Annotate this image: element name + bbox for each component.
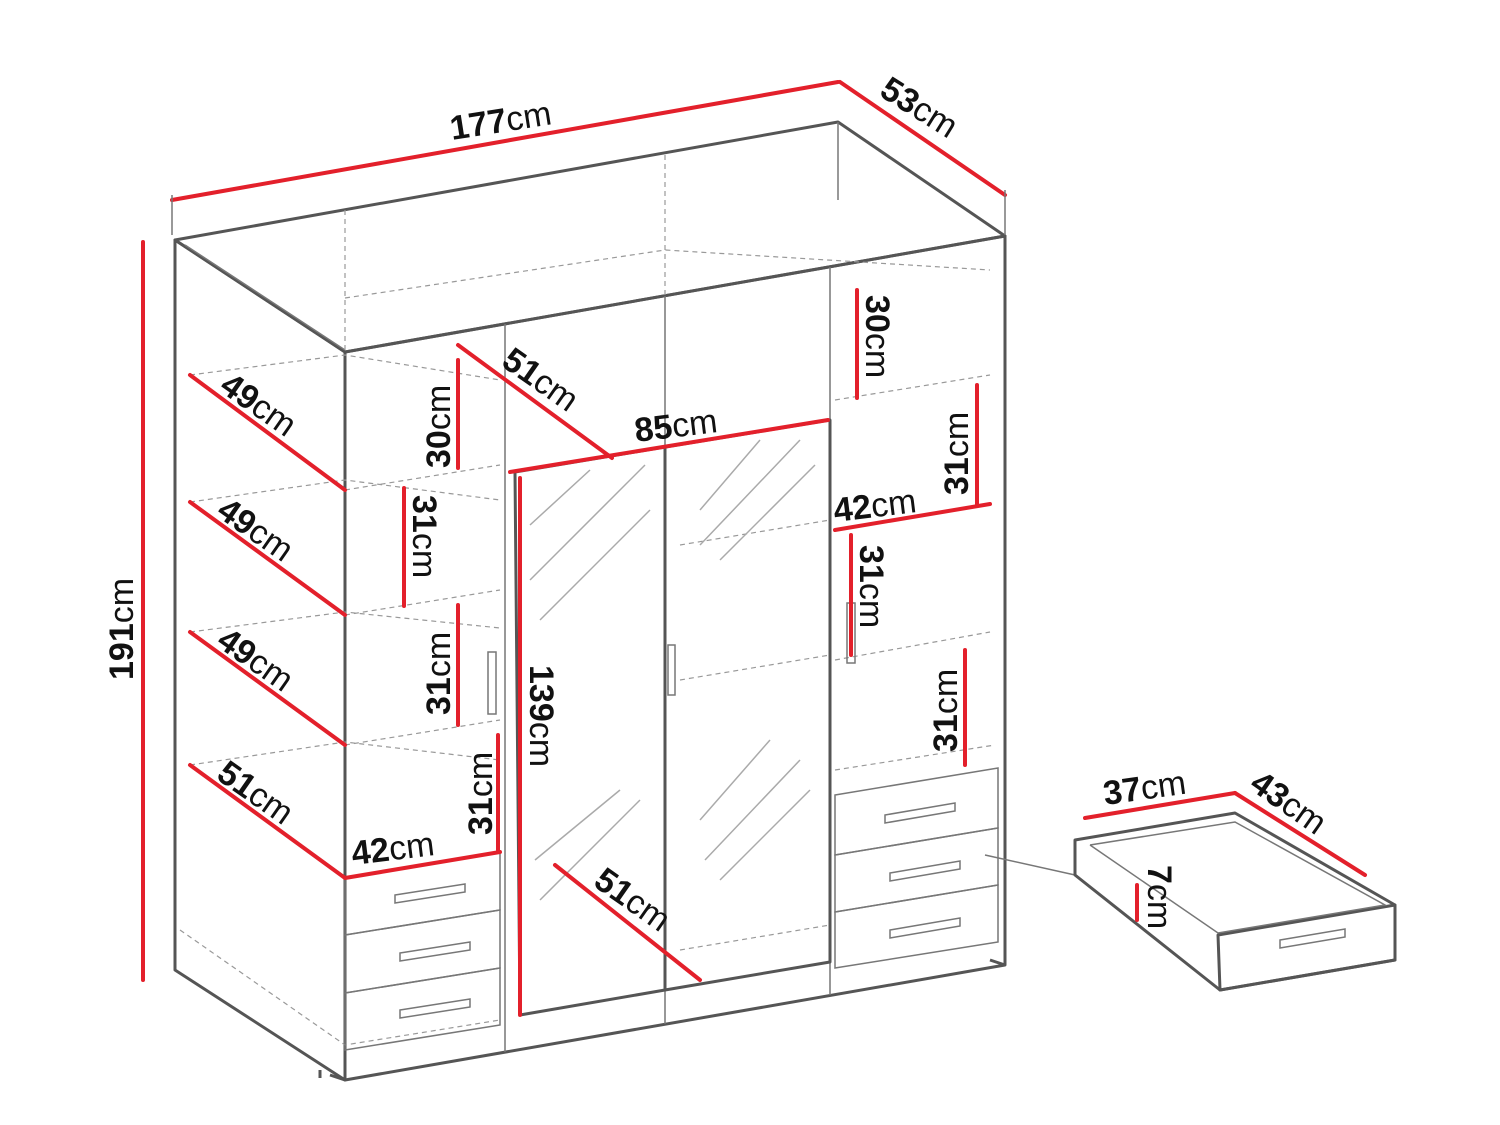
label-right-gap-1: 30cm: [858, 295, 896, 378]
label-left-compartment-width: 42cm: [349, 825, 436, 873]
label-right-gap-2: 31cm: [938, 412, 976, 495]
label-left-gap-1: 30cm: [420, 385, 458, 468]
label-right-gap-4: 31cm: [927, 669, 965, 752]
label-height: 191cm: [103, 578, 141, 680]
label-width: 177cm: [447, 94, 554, 147]
right-drawers: [834, 767, 999, 969]
label-drawer-width: 37cm: [1101, 764, 1189, 813]
label-middle-width: 85cm: [632, 402, 719, 450]
left-drawers: [344, 851, 501, 1051]
left-door-handle: [487, 651, 497, 715]
shelves: [179, 249, 996, 1046]
drawer-leader-line: [984, 854, 1076, 876]
label-middle-height: 139cm: [522, 665, 560, 767]
label-drawer-height: 7cm: [1140, 865, 1178, 929]
drawer-handle: [1279, 928, 1346, 949]
center-door-handle: [667, 644, 676, 696]
detached-drawer: [984, 811, 1397, 992]
label-left-shelf-4-depth: 51cm: [210, 753, 300, 832]
label-left-gap-4: 31cm: [462, 752, 500, 835]
label-left-shelf-3-depth: 49cm: [210, 620, 300, 699]
label-left-shelf-2-depth: 49cm: [210, 490, 300, 569]
right-mirror-door: [663, 418, 832, 992]
label-left-gap-2: 31cm: [405, 495, 443, 578]
label-right-gap-3: 31cm: [852, 545, 890, 628]
label-drawer-depth: 43cm: [1243, 763, 1333, 842]
label-left-gap-3: 31cm: [420, 632, 458, 715]
dimension-lines: [141, 80, 1367, 1017]
label-left-shelf-1-depth: 49cm: [213, 365, 303, 444]
label-right-compartment-width: 42cm: [831, 482, 918, 530]
